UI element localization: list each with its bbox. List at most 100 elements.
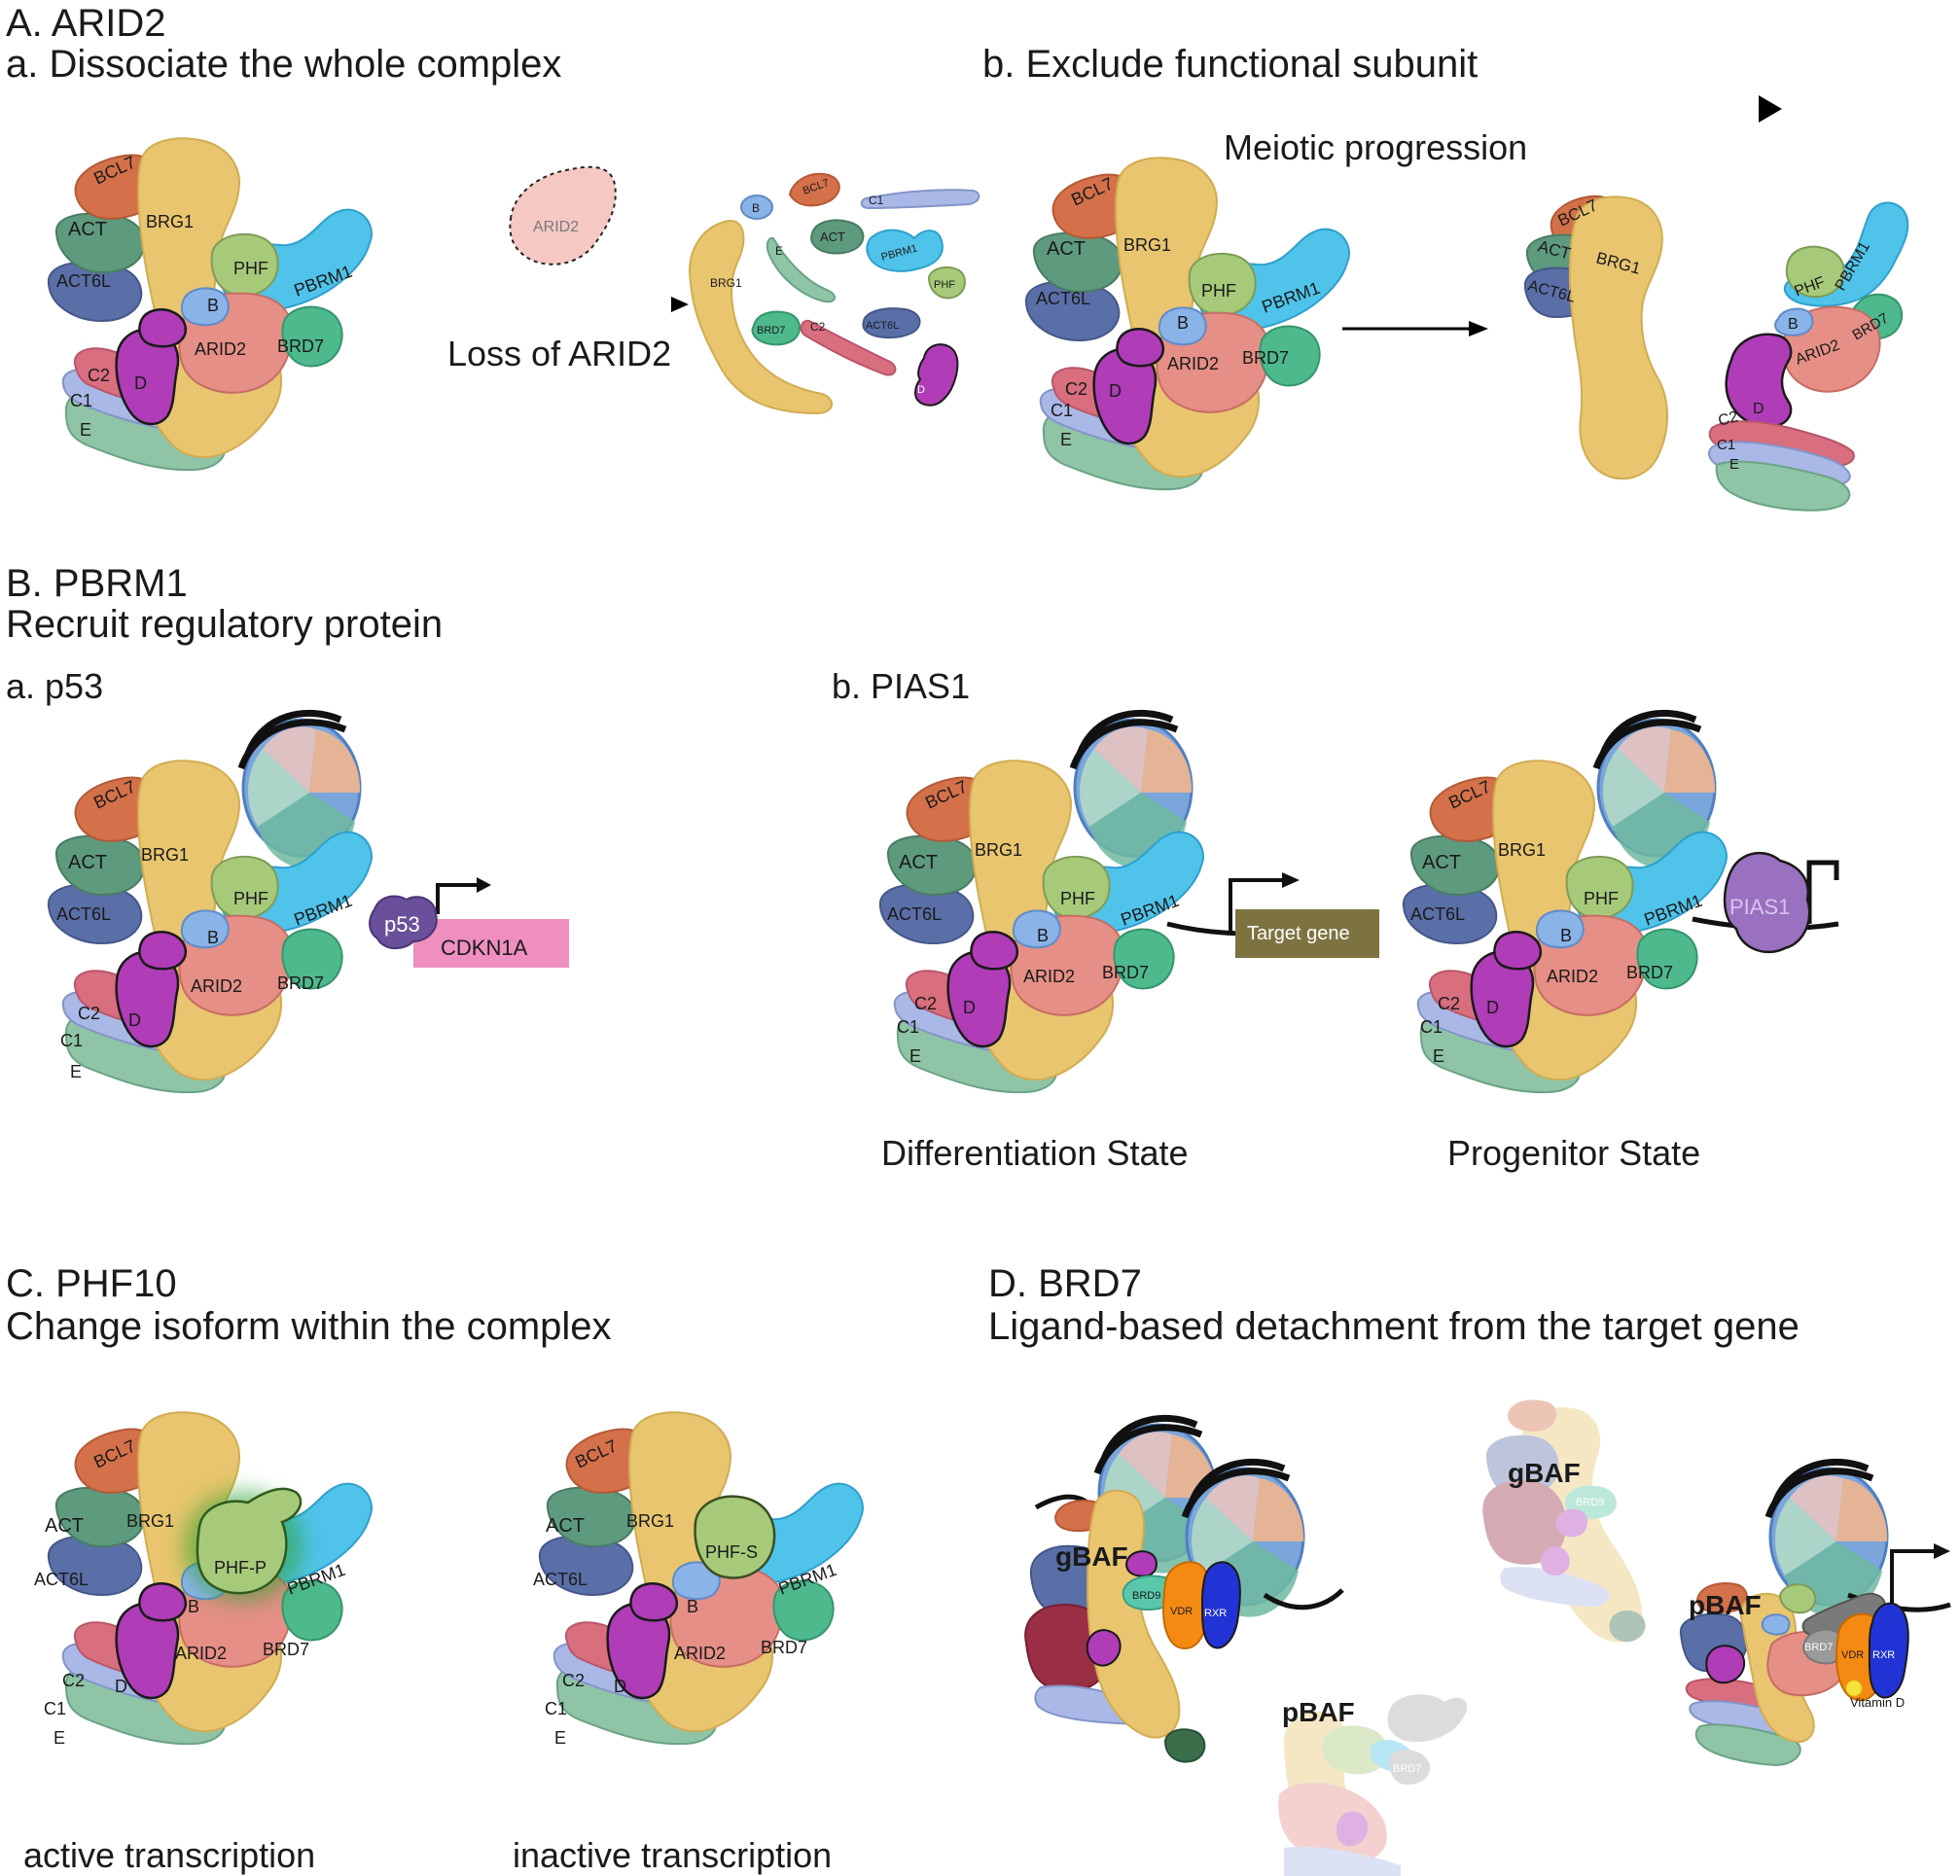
label-act: ACT — [68, 219, 107, 240]
svg-text:BRD7: BRD7 — [1242, 348, 1289, 368]
complex-a-b-split: BCL7 ACT ACT6L BRG1 PHF PBRM1 B ARID2 BR… — [1523, 195, 1909, 512]
svg-text:ACT: ACT — [45, 1515, 84, 1537]
svg-text:VDR: VDR — [1170, 1606, 1193, 1617]
svg-text:E: E — [775, 244, 783, 258]
label-brd7: BRD7 — [277, 336, 324, 356]
differentiation-state-label: Differentiation State — [881, 1133, 1189, 1173]
svg-text:E: E — [909, 1046, 921, 1066]
phf-p-label: PHF-P — [214, 1558, 267, 1577]
svg-text:C2: C2 — [1065, 379, 1087, 399]
svg-text:ARID2: ARID2 — [1167, 354, 1219, 373]
gbaf-label-bound: gBAF — [1055, 1541, 1128, 1572]
inactive-transcription-label: inactive transcription — [513, 1835, 833, 1875]
panel-a-subtitle-a: a. Dissociate the whole complex — [6, 43, 562, 86]
svg-text:BRD7: BRD7 — [1102, 963, 1149, 982]
gbaf-detached-faded: BRD9 — [1482, 1399, 1646, 1643]
svg-text:C1: C1 — [869, 194, 884, 207]
vitamin-d-label: Vitamin D — [1850, 1695, 1905, 1710]
svg-text:E: E — [70, 1062, 82, 1081]
svg-text:PHF: PHF — [1060, 889, 1095, 908]
gbaf-bound: BRD9 VDR RXR gBAF — [1024, 1418, 1344, 1763]
svg-text:C1: C1 — [897, 1017, 919, 1037]
dissociated-fragments: BRG1 B BCL7 C1 ACT E PBRM1 PHF BRD7 C2 A… — [689, 172, 980, 415]
svg-text:BRD9: BRD9 — [1132, 1590, 1160, 1602]
target-gene-box — [1235, 909, 1379, 958]
complex-c-inactive: BCL7 ACT ACT6L BRG1 PHF-S PBRM1 B ARID2 … — [533, 1411, 865, 1748]
label-c2: C2 — [88, 366, 110, 385]
svg-text:ACT6L: ACT6L — [887, 904, 942, 924]
prog-blocked-tss — [1806, 860, 1839, 924]
svg-text:C2: C2 — [78, 1004, 100, 1023]
svg-text:PHF: PHF — [233, 889, 268, 908]
svg-text:BRG1: BRG1 — [626, 1511, 674, 1531]
svg-text:BRG1: BRG1 — [710, 276, 742, 290]
svg-text:C2: C2 — [62, 1671, 85, 1690]
gbaf-label-detached: gBAF — [1508, 1458, 1581, 1488]
label-brg1: BRG1 — [146, 212, 194, 231]
svg-text:BRD7: BRD7 — [1626, 963, 1673, 982]
exclude-arrow-head — [1469, 321, 1488, 336]
pias1-label: PIAS1 — [1729, 895, 1790, 919]
svg-text:ACT: ACT — [68, 852, 107, 873]
panel-b-subtitle-b: b. PIAS1 — [832, 666, 971, 706]
panel-d-subtitle: Ligand-based detachment from the target … — [988, 1305, 1800, 1348]
svg-text:ACT6L: ACT6L — [1036, 289, 1090, 308]
svg-text:B: B — [188, 1597, 199, 1616]
active-transcription-label: active transcription — [23, 1835, 316, 1875]
svg-text:PHF: PHF — [934, 279, 955, 291]
svg-text:E: E — [1060, 430, 1072, 449]
panel-b-subtitle-a: a. p53 — [6, 666, 104, 706]
panel-b-subtitle: Recruit regulatory protein — [6, 603, 444, 646]
pbaf-label-bound: pBAF — [1689, 1590, 1762, 1620]
cdkn1a-box — [413, 919, 569, 968]
svg-text:ACT6L: ACT6L — [34, 1570, 89, 1589]
p53-protein — [369, 895, 438, 950]
svg-text:BRD7: BRD7 — [761, 1638, 807, 1657]
svg-text:C1: C1 — [1051, 401, 1073, 420]
p53-tss-head — [477, 877, 491, 893]
panel-c-subtitle: Change isoform within the complex — [6, 1305, 612, 1348]
vitamin-d-ligand — [1845, 1680, 1863, 1697]
label-d: D — [134, 373, 147, 393]
complex-a-b-full: BCL7 ACT ACT6L BRG1 PHF PBRM1 B ARID2 BR… — [1024, 157, 1351, 491]
svg-text:RXR: RXR — [1872, 1649, 1895, 1661]
svg-text:E: E — [1729, 456, 1739, 473]
svg-text:PHF: PHF — [1584, 889, 1619, 908]
label-e: E — [80, 420, 91, 440]
label-c1: C1 — [70, 391, 92, 410]
label-act6l: ACT6L — [56, 271, 111, 291]
p53-label: p53 — [384, 912, 420, 937]
panel-a-title: A. ARID2 — [6, 2, 166, 45]
svg-text:B: B — [1560, 926, 1572, 945]
pbaf-label-detached: pBAF — [1282, 1697, 1355, 1727]
svg-text:BRD7: BRD7 — [277, 973, 324, 993]
svg-text:BRD7: BRD7 — [757, 325, 785, 336]
svg-text:D: D — [128, 1010, 141, 1030]
svg-text:VDR: VDR — [1841, 1649, 1864, 1661]
svg-text:C1: C1 — [60, 1031, 83, 1050]
progenitor-state-label: Progenitor State — [1447, 1133, 1701, 1173]
svg-text:BRG1: BRG1 — [975, 840, 1022, 860]
svg-text:ACT: ACT — [546, 1515, 585, 1537]
svg-text:ACT: ACT — [899, 852, 938, 873]
complex-b-progenitor: BCL7 ACT ACT6L BRG1 PHF PBRM1 B ARID2 BR… — [1402, 713, 1728, 1094]
svg-text:D: D — [1486, 998, 1499, 1017]
svg-text:ACT: ACT — [1047, 238, 1086, 260]
svg-text:ACT6L: ACT6L — [56, 904, 111, 924]
diff-tss-head — [1282, 872, 1300, 888]
phf-s-label: PHF-S — [705, 1542, 758, 1562]
svg-text:C2: C2 — [1438, 994, 1460, 1013]
svg-text:B: B — [1177, 313, 1189, 333]
floating-arid2: ARID2 — [509, 165, 617, 265]
svg-text:D: D — [917, 384, 925, 396]
svg-text:C2: C2 — [914, 994, 937, 1013]
floating-arid2-label: ARID2 — [533, 219, 579, 235]
p53-tss-arrow — [436, 883, 479, 914]
svg-text:BRG1: BRG1 — [126, 1511, 174, 1531]
svg-text:C1: C1 — [44, 1699, 66, 1718]
meiotic-progression-label: Meiotic progression — [1224, 127, 1528, 167]
pbaf-bound-vitd: BRD7 VDR RXR Vitamin D — [1679, 1462, 1951, 1767]
svg-text:B: B — [1788, 316, 1799, 333]
meiotic-arrow-head — [1759, 95, 1782, 123]
svg-text:E: E — [554, 1728, 566, 1748]
